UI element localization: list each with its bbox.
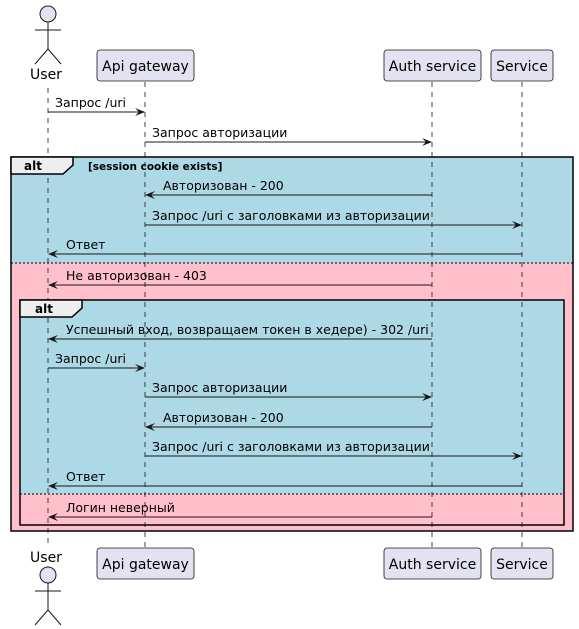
message-arrow: Запрос авторизации bbox=[145, 380, 432, 401]
message-label: Запрос /uri с заголовками из авторизации bbox=[152, 439, 430, 454]
alt-inner-border bbox=[19, 299, 565, 526]
message-label: Авторизован - 200 bbox=[163, 178, 284, 193]
alt-inner-failure-region bbox=[20, 494, 564, 525]
participant-service-top: Service bbox=[490, 49, 554, 82]
arrowhead-icon bbox=[135, 108, 145, 116]
message-arrow: Не авторизован - 403 bbox=[48, 268, 432, 289]
message-label: Запрос /uri bbox=[55, 351, 126, 366]
message-arrow: Авторизован - 200 bbox=[145, 178, 432, 199]
lifelines bbox=[47, 82, 523, 548]
participant-label: Api gateway bbox=[102, 557, 189, 573]
arrowhead-icon bbox=[48, 281, 58, 289]
arrowhead-icon bbox=[512, 221, 522, 229]
arrowhead-icon bbox=[48, 482, 58, 490]
message-arrow: Запрос /uri с заголовками из авторизации bbox=[145, 439, 522, 460]
message-label: Запрос авторизации bbox=[152, 380, 287, 395]
alt-inner-tab: alt bbox=[19, 299, 83, 318]
participant-label: Auth service bbox=[389, 59, 476, 75]
message-label: Авторизован - 200 bbox=[163, 410, 284, 425]
alt-outer-success-region bbox=[11, 157, 573, 263]
actor-icon bbox=[34, 566, 62, 626]
participant-service-bottom: Service bbox=[490, 547, 554, 580]
message-arrow: Авторизован - 200 bbox=[145, 410, 432, 431]
message-label: Ответ bbox=[66, 469, 105, 484]
participant-api-gateway-top: Api gateway bbox=[96, 49, 195, 82]
message-label: Запрос /uri bbox=[55, 95, 126, 110]
arrowhead-icon bbox=[422, 393, 432, 401]
alt-outer-tab: alt bbox=[10, 156, 74, 175]
arrowhead-icon bbox=[512, 452, 522, 460]
participant-user-top: User bbox=[30, 5, 62, 83]
message-arrow: Запрос /uri с заголовками из авторизации bbox=[145, 208, 522, 229]
arrowhead-icon bbox=[135, 364, 145, 372]
message-arrow: Запрос авторизации bbox=[145, 125, 432, 146]
message-label: Запрос авторизации bbox=[152, 125, 287, 140]
message-arrow: Ответ bbox=[48, 237, 522, 258]
arrowhead-icon bbox=[145, 191, 155, 199]
message-arrow: Успешный вход, возвращаем токен в хедере… bbox=[48, 322, 432, 343]
arrowhead-icon bbox=[145, 423, 155, 431]
alt-fragment-inner bbox=[20, 300, 564, 525]
message-label: Не авторизован - 403 bbox=[66, 268, 207, 283]
participant-label: Api gateway bbox=[102, 59, 189, 75]
alt-inner-keyword: alt bbox=[35, 302, 53, 316]
alt-outer-condition: [session cookie exists] bbox=[88, 161, 222, 173]
message-arrow: Запрос /uri bbox=[48, 351, 145, 372]
participant-label: Service bbox=[496, 557, 548, 573]
message-arrow: Логин неверный bbox=[48, 500, 432, 521]
alt-outer-keyword: alt bbox=[24, 159, 42, 173]
message-label: Успешный вход, возвращаем токен в хедере… bbox=[66, 322, 429, 337]
participant-label: User bbox=[30, 67, 62, 83]
message-label: Логин неверный bbox=[66, 500, 175, 515]
participant-label: Service bbox=[496, 59, 548, 75]
participant-auth-service-bottom: Auth service bbox=[383, 547, 482, 580]
message-arrow: Ответ bbox=[48, 469, 522, 490]
actor-icon bbox=[34, 5, 62, 65]
participant-api-gateway-bottom: Api gateway bbox=[96, 547, 195, 580]
arrowhead-icon bbox=[48, 513, 58, 521]
participant-label: User bbox=[30, 550, 62, 566]
message-label: Запрос /uri с заголовками из авторизации bbox=[152, 208, 430, 223]
alt-outer-border bbox=[10, 156, 574, 532]
participant-auth-service-top: Auth service bbox=[383, 49, 482, 82]
arrowhead-icon bbox=[48, 250, 58, 258]
message-label: Ответ bbox=[66, 237, 105, 252]
arrowhead-icon bbox=[48, 335, 58, 343]
participant-user-bottom: User bbox=[30, 550, 62, 626]
arrowhead-icon bbox=[422, 138, 432, 146]
message-arrow: Запрос /uri bbox=[48, 95, 145, 116]
participant-label: Auth service bbox=[389, 557, 476, 573]
